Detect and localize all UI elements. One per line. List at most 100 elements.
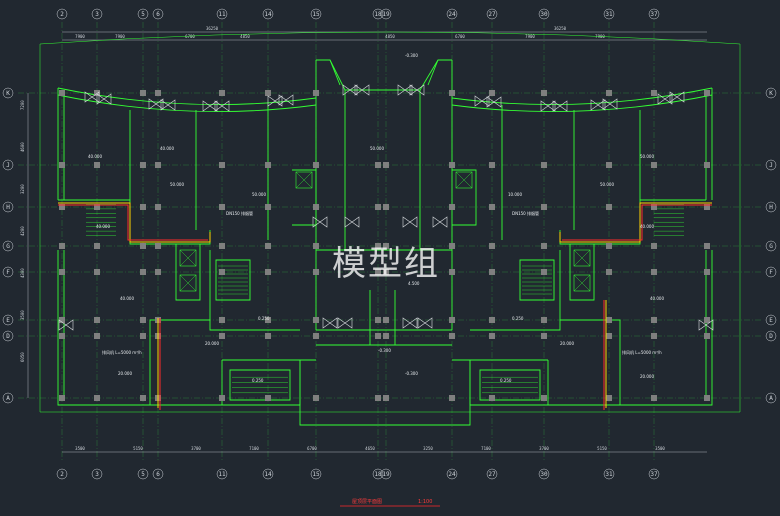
- elevator-shaft: [295, 171, 313, 189]
- axis-label-bottom: 5: [141, 471, 145, 478]
- elevator-cross: [179, 274, 197, 292]
- wall-segment: [470, 250, 561, 331]
- axis-label-top: 15: [312, 11, 320, 18]
- axis-label-right: D: [769, 333, 773, 340]
- axis-label-top: 2: [60, 11, 64, 18]
- axis-label-bottom: 19: [382, 471, 390, 478]
- structural-column: [265, 243, 271, 249]
- ventilation-pipes: [58, 202, 712, 410]
- window-fans: [58, 84, 714, 331]
- level-mark: -0.300: [378, 348, 391, 353]
- structural-column: [375, 243, 381, 249]
- structural-column: [449, 243, 455, 249]
- elevator-shaft: [179, 249, 197, 267]
- structural-column: [489, 333, 495, 339]
- axis-label-bottom: 2: [60, 471, 64, 478]
- axis-label-right: A: [769, 395, 773, 402]
- axis-label-top: 14: [264, 11, 272, 18]
- level-mark: -0.300: [405, 53, 418, 58]
- wall-segment: [175, 243, 201, 301]
- axis-bubble-left: [2, 392, 14, 404]
- room-elevation-label: 10.000: [508, 192, 522, 197]
- fan-blade: [402, 317, 411, 329]
- outer-boundary-arc: [39, 31, 741, 45]
- fan-blade: [278, 94, 287, 106]
- axis-label-top: 5: [141, 11, 145, 18]
- structural-column: [541, 317, 547, 323]
- axis-bubble-bottom: [262, 468, 274, 480]
- structural-column: [219, 204, 225, 210]
- structural-column: [449, 90, 455, 96]
- wall-segment: [451, 94, 713, 112]
- axis-label-bottom: 30: [540, 471, 548, 478]
- structural-column: [449, 269, 455, 275]
- room-elevation-label: 0.250: [252, 378, 264, 383]
- structural-column: [59, 162, 65, 168]
- wall-segment: [519, 259, 555, 301]
- fan-blade: [590, 99, 599, 111]
- axis-bubble-left: [2, 159, 14, 171]
- columns: [59, 90, 710, 401]
- structural-column: [94, 333, 100, 339]
- structural-column: [140, 162, 146, 168]
- fan-blade: [155, 98, 164, 110]
- elevator-shaft: [573, 274, 591, 292]
- structural-column: [541, 243, 547, 249]
- wall-segment: [57, 250, 210, 406]
- level-mark: -0.300: [405, 371, 418, 376]
- fan-blade: [209, 100, 218, 112]
- structural-column: [140, 269, 146, 275]
- wall-segment: [451, 87, 713, 105]
- fan-blade: [344, 216, 353, 228]
- structural-column: [606, 269, 612, 275]
- structural-column: [383, 204, 389, 210]
- dimension-text: 7100: [481, 446, 491, 451]
- fan-blade: [657, 93, 666, 105]
- dimension-text: 6700: [307, 446, 317, 451]
- fan-blade: [664, 93, 673, 105]
- fan-blade: [409, 84, 418, 96]
- structural-column: [541, 162, 547, 168]
- axis-bubble-bottom: [310, 468, 322, 480]
- drawing-title: 屋顶层平面图: [352, 499, 382, 505]
- axis-bubble-top: [648, 8, 660, 20]
- duct-run: [58, 204, 208, 241]
- axis-bubble-left: [2, 201, 14, 213]
- structural-column: [651, 90, 657, 96]
- wall-segment: [229, 369, 291, 401]
- fan-blade: [474, 95, 483, 107]
- dimension-text: 3500: [655, 446, 665, 451]
- axis-bubble-top: [380, 8, 392, 20]
- fan-blade: [409, 317, 418, 329]
- structural-column: [313, 243, 319, 249]
- axis-bubble-top: [603, 8, 615, 20]
- room-elevation-label: 50.000: [170, 182, 184, 187]
- axis-label-right: H: [769, 204, 773, 211]
- dimension-text: 4650: [365, 446, 375, 451]
- room-elevation-label: 40.000: [96, 224, 110, 229]
- structural-column: [606, 317, 612, 323]
- structural-column: [219, 395, 225, 401]
- structural-column: [140, 243, 146, 249]
- axis-label-top: 31: [605, 11, 613, 18]
- fan-blade: [486, 96, 495, 108]
- structural-column: [606, 162, 612, 168]
- fan-blade: [354, 84, 363, 96]
- structural-column: [383, 317, 389, 323]
- axis-bubble-bottom: [380, 468, 392, 480]
- room-elevation-label: 40.000: [88, 154, 102, 159]
- fan-blade: [493, 96, 502, 108]
- fan-blade: [397, 84, 406, 96]
- structural-column: [155, 90, 161, 96]
- axis-bubble-right: [765, 87, 777, 99]
- axis-bubble-left: [2, 240, 14, 252]
- duct-annotation: DN150 排烟管: [512, 210, 539, 216]
- wall-segment: [452, 169, 477, 226]
- dimension-text: 3200: [20, 184, 25, 194]
- dimension-text: 4850: [240, 34, 250, 39]
- wall-segment: [705, 88, 713, 200]
- axis-bubble-top: [56, 8, 68, 20]
- fan-blade: [597, 99, 606, 111]
- structural-column: [313, 317, 319, 323]
- axis-label-left: A: [6, 395, 10, 402]
